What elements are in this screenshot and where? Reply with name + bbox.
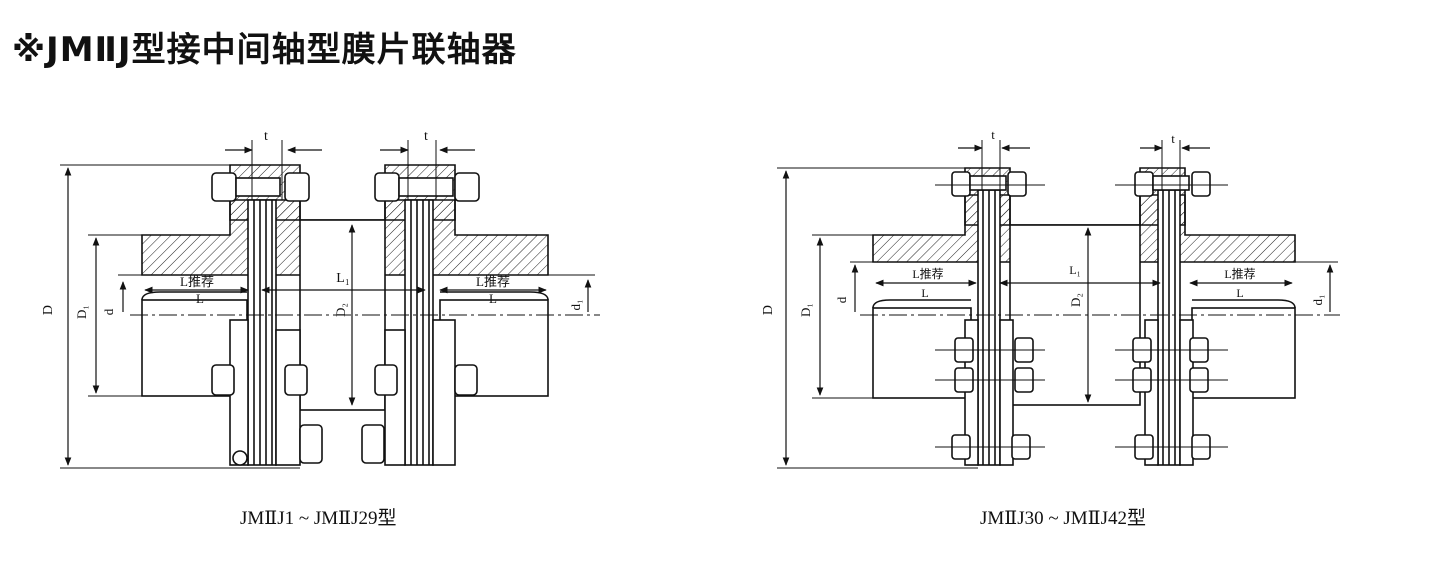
fig2-label-d: d xyxy=(834,296,849,303)
fig1-label-L1: L₁ xyxy=(336,271,349,286)
fig2-label-t2: t xyxy=(1171,131,1175,146)
fig2-label-lrec-left: L推荐 xyxy=(912,267,943,281)
figure-2-caption: JMⅡJ30 ~ JMⅡJ42型 xyxy=(980,508,1146,529)
figure-1-caption: JMⅡJ1 ~ JMⅡJ29型 xyxy=(240,508,397,529)
fig1-bolts xyxy=(211,172,480,466)
figure-2-drawing xyxy=(777,140,1340,469)
fig2-label-D2: D₂ xyxy=(1068,293,1083,307)
fig1-label-lrec-left: L推荐 xyxy=(180,274,214,289)
fig1-disc-packs xyxy=(247,199,434,466)
fig1-label-D1: D₁ xyxy=(74,305,89,319)
fig2-label-l-left: L xyxy=(921,286,928,300)
fig1-label-t1: t xyxy=(264,129,268,144)
page-title: ※JMⅡJ型接中间轴型膜片联轴器 xyxy=(12,30,517,70)
fig1-label-D2: D₂ xyxy=(333,303,348,317)
fig1-label-l-right: L xyxy=(489,291,497,306)
figure-1-drawing xyxy=(60,140,600,469)
fig1-label-l-left: L xyxy=(196,291,204,306)
fig2-label-d1: d₁ xyxy=(1310,294,1325,305)
fig1-label-D: D xyxy=(41,305,56,315)
fig2-bolts xyxy=(951,171,1211,460)
fig1-label-t2: t xyxy=(424,129,428,144)
fig2-label-lrec-right: L推荐 xyxy=(1224,267,1255,281)
fig1-label-lrec-right: L推荐 xyxy=(476,274,510,289)
fig2-label-D: D xyxy=(761,305,776,315)
fig2-label-D1: D₁ xyxy=(798,303,813,317)
fig1-label-d1: d₁ xyxy=(568,299,583,310)
fig2-label-L1: L₁ xyxy=(1069,263,1081,277)
fig2-label-t1: t xyxy=(991,127,995,142)
fig1-label-d: d xyxy=(101,308,116,315)
fig2-label-l-right: L xyxy=(1236,286,1243,300)
